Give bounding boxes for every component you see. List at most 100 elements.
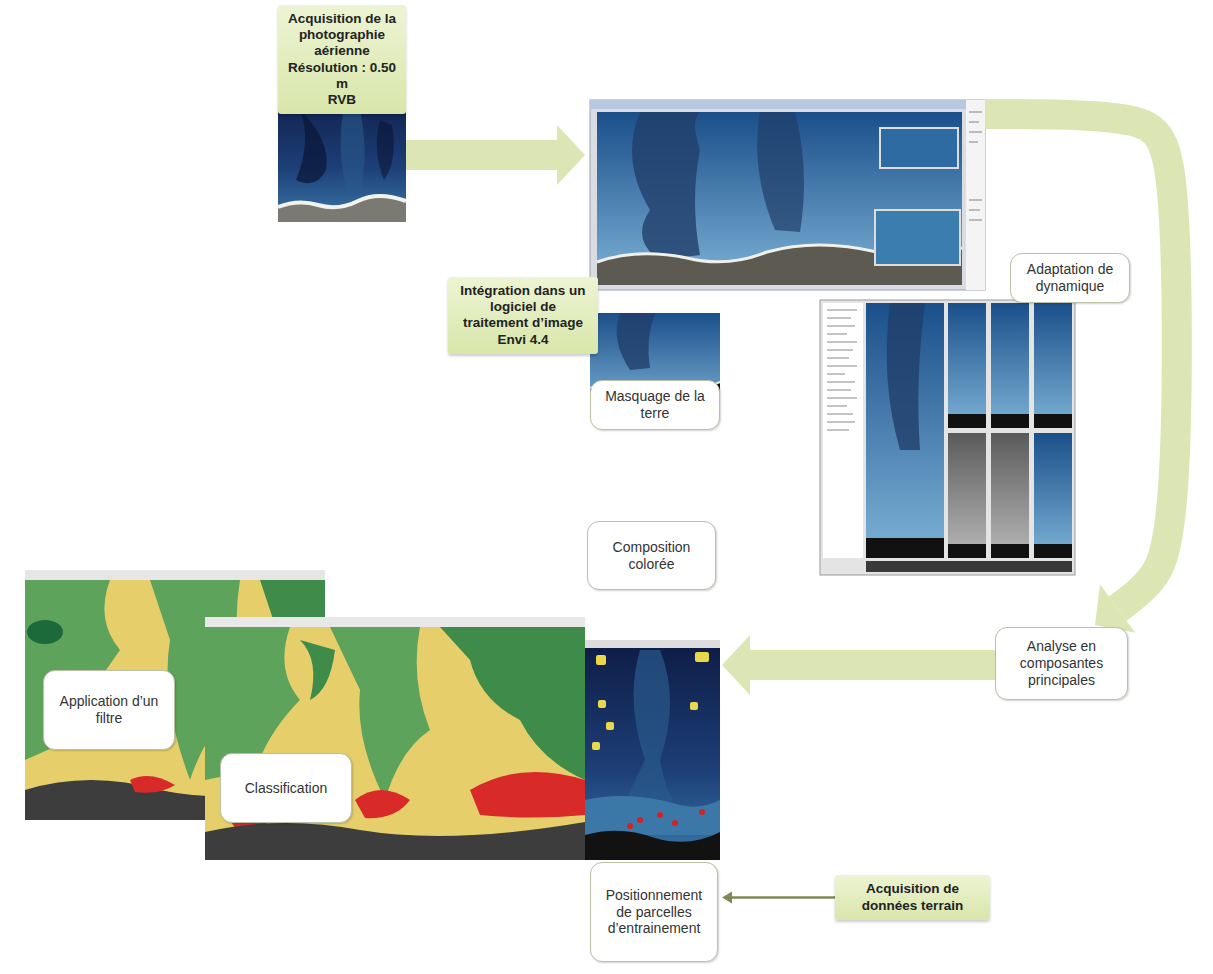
masking-screenshot-part [597, 112, 962, 285]
stretch-screenshot-part [823, 303, 863, 558]
arrow-head [557, 125, 585, 185]
step-label: Positionnement de parcelles d’entraineme… [599, 887, 709, 937]
step-label: Analyse en composantes principales [1004, 638, 1119, 688]
arrow-head [722, 635, 750, 695]
masking-screenshot-part [880, 128, 958, 168]
masking-screenshot [590, 100, 985, 290]
masked-image-thumbnail-part [617, 313, 655, 370]
arrow-head [722, 892, 732, 904]
classification-map-image-part [300, 640, 335, 700]
step-label-box: Acquisition de la photographie aérienneR… [278, 5, 406, 114]
stretch-screenshot-part [991, 303, 1029, 428]
filter-map-image-part [25, 570, 325, 580]
step-panel: Acquisition de la photographie aérienneR… [278, 5, 406, 222]
stretch-screenshot-part [827, 310, 857, 430]
classification-map-image-part [355, 790, 410, 818]
training-plots-image [585, 640, 720, 860]
flow-arrow [722, 635, 995, 695]
step-label-box: Classification [220, 753, 352, 823]
step-label: Intégration dans un logiciel de traiteme… [456, 283, 590, 348]
step-label-box: Application d’un filtre [43, 670, 175, 750]
step-panel: Classification [205, 617, 585, 860]
step-label-box: Masquage de la terre [590, 380, 720, 430]
training-plots-image-part [627, 823, 633, 829]
stretch-screenshot-part [866, 561, 1072, 572]
flow-arrow [722, 892, 835, 904]
flow-arrow [985, 114, 1177, 633]
training-plots-image-part [606, 722, 614, 730]
training-plots-image-part [699, 809, 705, 815]
step-label: Acquisition de la photographie aérienne [286, 11, 398, 60]
step-label: RVB [328, 92, 356, 108]
step-label: Acquisition de données terrain [843, 881, 982, 913]
aerial-photo-part [377, 120, 394, 180]
classification-map-image-part [205, 822, 585, 860]
training-plots-image-part [690, 702, 698, 710]
stretch-screenshot-part [820, 300, 1075, 575]
training-plots-image-part [657, 812, 663, 818]
training-plots-image-part [637, 817, 643, 823]
training-plots-image-part [596, 655, 606, 665]
stretch-screenshot-part [866, 303, 944, 558]
step-panel: Positionnement de parcelles d’entraineme… [585, 640, 722, 962]
arrow-head [1095, 584, 1135, 633]
training-plots-image-part [592, 742, 600, 750]
stretch-screenshot-part [991, 433, 1029, 558]
arrow-shaft [750, 650, 995, 680]
arrow-shaft [732, 896, 835, 899]
filter-map-image-part [130, 776, 175, 793]
masking-screenshot-part [590, 100, 985, 290]
stretch-screenshot-part [1034, 414, 1072, 428]
masking-screenshot-part [632, 112, 700, 260]
stretch-screenshot-part [1034, 544, 1072, 558]
stretch-screenshot-part [887, 303, 925, 450]
stretch-screenshot-part [948, 544, 986, 558]
step-label: Résolution : 0.50 m [286, 60, 398, 92]
process-box: Analyse en composantes principales [995, 627, 1128, 700]
process-box: Intégration dans un logiciel de traiteme… [448, 277, 598, 354]
classification-map-image [205, 617, 585, 860]
stretch-screenshot-part [1034, 433, 1072, 558]
arrow-shaft [406, 140, 557, 170]
arrow-shaft [985, 114, 1177, 609]
stretch-screenshot-part [948, 303, 986, 428]
stretch-screenshot-part [866, 538, 944, 558]
aerial-photo-part [278, 196, 406, 222]
masking-screenshot-part [969, 112, 982, 220]
step-label: Classification [245, 780, 327, 797]
training-plots-image-part [620, 650, 680, 815]
step-panel: Masquage de la terre [585, 100, 985, 432]
classification-map-image-part [205, 617, 585, 860]
flow-arrow [406, 125, 585, 185]
classification-map-image-part [470, 772, 585, 818]
process-box: Acquisition de données terrain [835, 875, 990, 920]
step-label: Adaptation de dynamique [1019, 261, 1121, 295]
training-plots-image-part [585, 640, 720, 648]
aerial-photo-part [296, 110, 327, 183]
masking-screenshot-part [875, 210, 960, 265]
training-plots-image-part [672, 820, 678, 826]
classification-map-image-part [440, 627, 585, 780]
step-label: Composition colorée [596, 539, 707, 573]
masking-screenshot-part [757, 112, 804, 232]
aerial-photo-part [341, 100, 365, 195]
training-plots-image-part [585, 831, 720, 860]
stretch-screenshot-part [991, 544, 1029, 558]
classification-map-image-part [205, 617, 585, 627]
stretch-screenshot-part [948, 414, 986, 428]
process-box: Composition colorée [587, 521, 716, 590]
masking-screenshot-part [966, 100, 985, 290]
filter-map-image-part [27, 620, 63, 644]
training-plots-image-part [598, 700, 606, 708]
step-label: Application d’un filtre [52, 693, 166, 727]
stretch-screenshot-part [991, 414, 1029, 428]
masking-screenshot-part [590, 100, 985, 109]
step-label-box: Adaptation de dynamique [1010, 253, 1130, 303]
training-plots-image-part [585, 640, 720, 860]
step-label-box: Positionnement de parcelles d’entraineme… [590, 862, 718, 962]
stretch-screenshot [820, 300, 1075, 575]
